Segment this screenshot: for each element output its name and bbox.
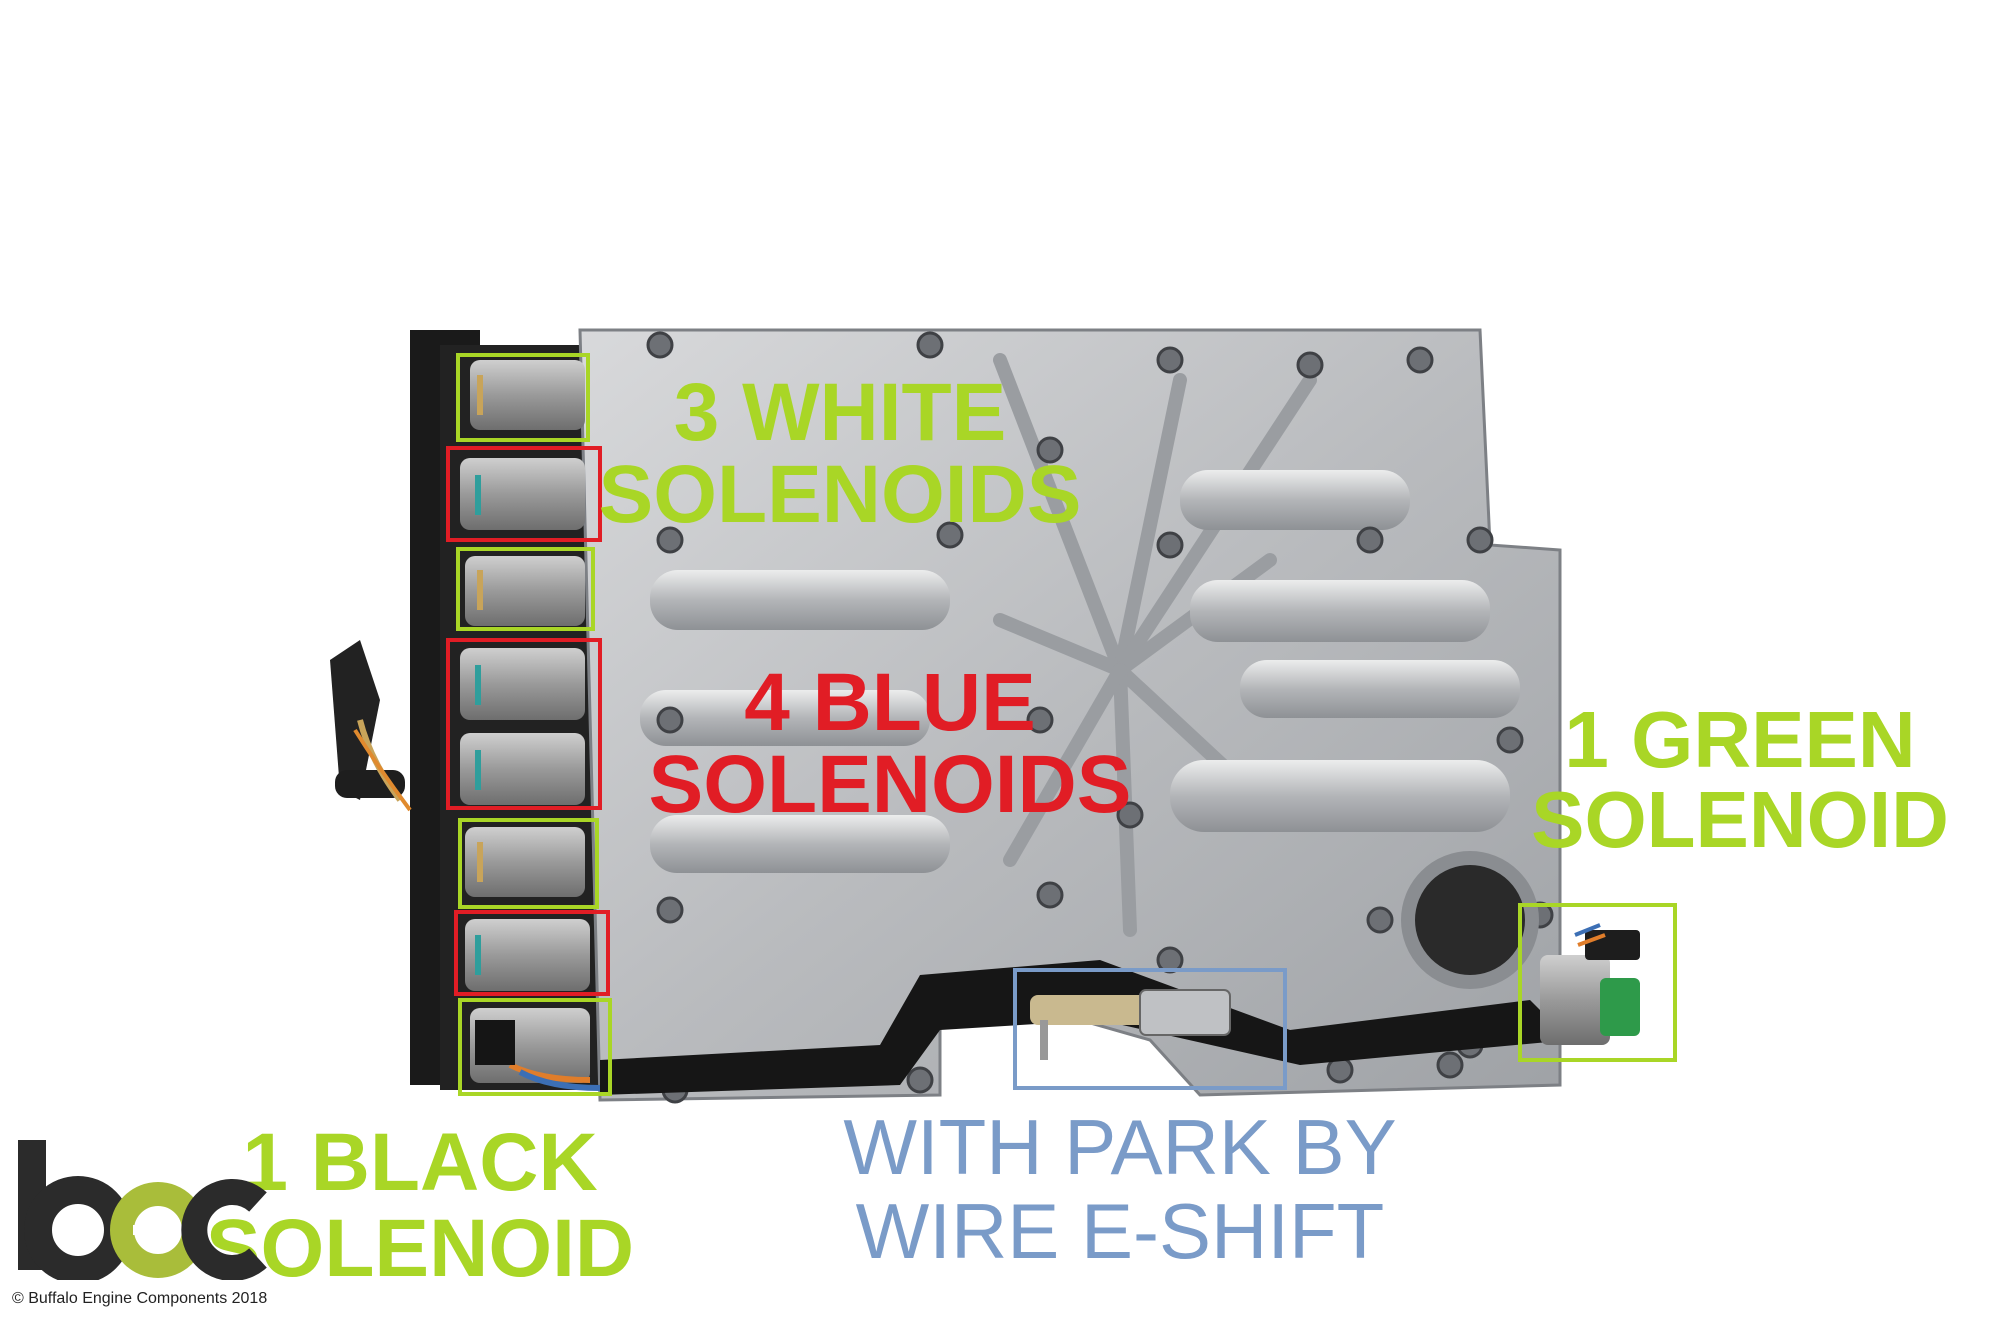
blue-solenoids-label-line1: 4 BLUE: [744, 657, 1036, 748]
blue-solenoids-label: 4 BLUE SOLENOIDS: [610, 662, 1170, 826]
park-by-wire-highlight: [1013, 968, 1287, 1090]
green-solenoid-highlight: [1518, 903, 1677, 1062]
pressure-port: [1401, 851, 1539, 989]
blue-solenoids-label-line2: SOLENOIDS: [648, 739, 1132, 830]
wiring-harness: [600, 960, 1570, 1095]
green-solenoid-label-line2: SOLENOID: [1531, 775, 1949, 864]
solenoid-stack: [460, 360, 601, 1091]
bolt-heads: [646, 331, 1594, 1104]
valve-body: [578, 328, 1594, 1104]
copyright-text: © Buffalo Engine Components 2018: [12, 1290, 268, 1307]
bec-logo-icon: [18, 1140, 267, 1280]
white-solenoids-label-line2: SOLENOIDS: [598, 449, 1082, 540]
blue-solenoid-highlights: [446, 446, 610, 996]
park-actuator: [1030, 989, 1231, 1060]
black-solenoid-highlight: [458, 998, 612, 1096]
green-solenoid-label-line1: 1 GREEN: [1564, 695, 1916, 784]
park-by-wire-label-line1: WITH PARK BY: [843, 1103, 1397, 1191]
white-solenoid-highlights: [456, 353, 599, 909]
spool-bores: [640, 470, 1520, 873]
park-by-wire-label-line2: WIRE E-SHIFT: [855, 1187, 1385, 1276]
black-solenoid-label-line1: 1 BLACK: [242, 1117, 598, 1208]
white-solenoids-label: 3 WHITE SOLENOIDS: [560, 372, 1120, 536]
green-solenoid: [1540, 923, 1640, 1045]
park-by-wire-label: WITH PARK BY WIRE E-SHIFT: [820, 1103, 1420, 1276]
green-solenoid-label: 1 GREEN SOLENOID: [1500, 700, 1980, 860]
black-solenoid-label: 1 BLACK SOLENOID: [200, 1117, 640, 1295]
black-solenoid-label-line2: SOLENOID: [205, 1203, 635, 1295]
white-solenoids-label-line1: 3 WHITE: [673, 367, 1007, 458]
